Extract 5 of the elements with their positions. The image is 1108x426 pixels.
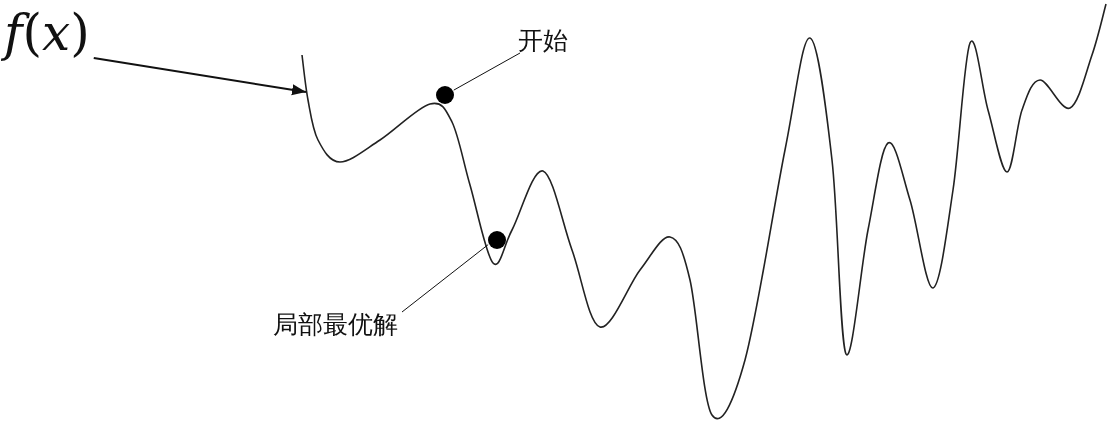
leader-line (453, 52, 521, 91)
arrow (92, 57, 307, 96)
leader-line (401, 244, 489, 313)
local-optimum-label: 局部最优解 (273, 308, 398, 341)
start-label: 开始 (518, 24, 568, 57)
